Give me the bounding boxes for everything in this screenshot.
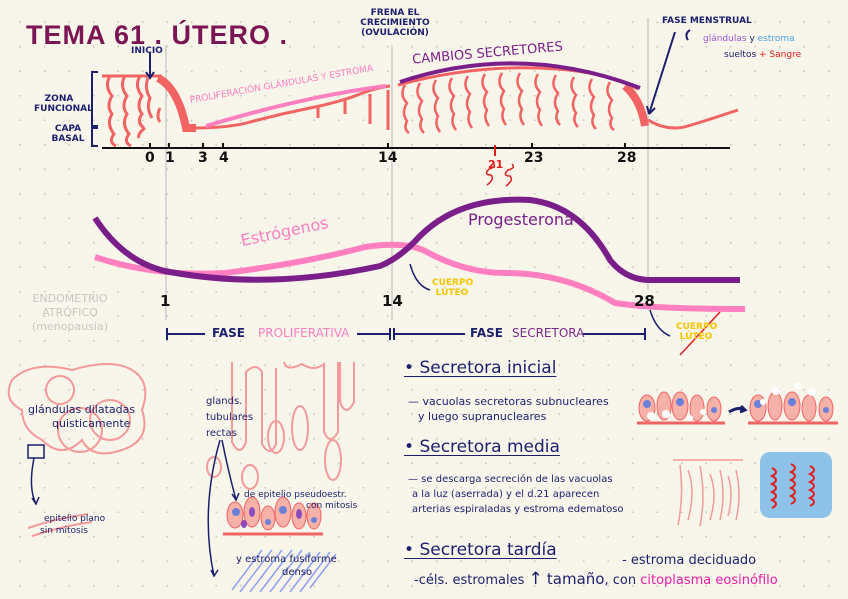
secretora-inicial-text2: y luego supranucleares [418,410,547,423]
progesterona-label: Progesterona [468,210,574,229]
secretora-media-heading: • Secretora media [404,437,560,457]
tick-3: 3 [198,150,208,166]
estrogenos-curve [94,241,746,312]
secretora-media-text: — se descarga secreción de las vacuolas … [408,472,624,517]
tick-4: 4 [219,150,229,166]
menstrual-glandulas: glándulas [703,34,747,44]
media-text-line1: — se descarga secreción de las vacuolas [408,474,613,485]
cuerpo-luteo-crossed-label: CUERPO LÚTEO [676,322,718,342]
frena-crecimiento-label: FRENA EL CRECIMIENTO (OVULACIÓN) [360,8,430,38]
secretora-tardia-title: Secretora tardía [419,540,557,560]
secretora-label: SECRETORA [512,326,585,340]
cuerpo-luteo-label: CUERPO LÚTEO [432,278,474,298]
menstrual-sangre: Sangre [769,50,802,60]
denso-label: denso [282,567,313,578]
cross-out-line [679,311,721,356]
hormone-tick-28: 28 [634,292,655,310]
proliferative-glands [206,361,355,490]
epitelio-pseudo-label: de epitelio pseudoestr. [244,490,347,500]
secretora-tardia-line: -céls. estromales ↑ tamaño, con citoplas… [414,569,778,589]
quisticamente-label: quisticamente [52,417,131,430]
menstrual-note-line1: glándulas y estroma [703,34,795,44]
tick-14: 14 [378,150,398,166]
guide-lines [165,18,649,320]
capa-basal-label: CAPA BASAL [51,124,85,144]
fase-label-2: FASE [470,326,503,340]
proliferacion-line [205,84,387,128]
media-text-line2: a la luz (aserrada) y el d.21 aparecen [412,489,600,500]
secretora-tardia-heading: • Secretora tardía [404,540,557,560]
epitelio-plano-label: epitelio plano [44,514,106,524]
cambios-arc [399,61,641,90]
hormone-tick-14: 14 [382,292,403,310]
arrow-up-icon: ↑ [528,569,543,589]
atrophic-cysts [7,363,147,537]
inicio-label: INICIO [131,46,163,56]
fase-label-1: FASE [212,326,245,340]
glandulas-dilatadas-label: glándulas dilatadas [28,403,136,416]
secretora-inicial-text1: — vacuolas secretoras subnucleares [408,395,609,408]
sin-mitosis-label: sin mitosis [40,526,88,536]
estroma-fusiforme-label: y estroma fusiforme [236,554,337,565]
rectas-line: rectas [206,428,237,439]
serrated-glands [673,459,743,527]
secretora-inicial-title: Secretora inicial [419,358,557,378]
tick-23: 23 [524,150,544,166]
tick-21: 21 [488,158,504,171]
atrofico-line2: ATRÓFICO [42,306,98,319]
top-axis [102,143,730,149]
pseudostratified-epithelium [223,496,323,536]
glands-line: glands. [206,396,243,407]
secretora-inicial-heading: • Secretora inicial [404,358,557,378]
atrofico-line1: ENDOMETRIO [32,292,108,305]
tubulares-line: tubulares [206,412,254,423]
spiral-arteries-small [485,162,515,187]
secretora-media-title: Secretora media [419,437,560,457]
zona-funcional-label: ZONA FUNCIONAL [34,94,93,114]
menstrual-plus: + [759,50,767,60]
spiral-arteries [769,463,815,509]
secretory-inicial-cells [637,382,838,425]
menstrual-y: y [749,34,755,44]
tick-1: 1 [165,150,175,166]
menstrual-note-line2: sueltos + Sangre [724,50,801,60]
atrofico-line3: (menopausia) [32,320,108,333]
tick-28: 28 [617,150,637,166]
fase-menstrual-label: FASE MENSTRUAL [662,16,752,26]
tick-0: 0 [145,150,155,166]
hormone-tick-1: 1 [160,292,171,310]
inicio-arrow [145,52,155,80]
menstrual-estroma: estroma [757,34,795,44]
estroma-deciduado-label: - estroma deciduado [622,553,757,568]
phase-bar [166,328,646,340]
progesterona-curve [92,196,740,283]
tardia-tamano: tamaño [546,570,605,588]
stroma-hatch [231,549,337,593]
media-text-line3: arterias espiraladas y estroma edematoso [412,504,624,515]
citoplasma-eosinofilo: citoplasma eosinófilo [640,573,778,588]
stroma-box [760,452,832,518]
tardia-con: , con [604,573,637,588]
endometrium-drawing [102,66,739,148]
tardia-cels-estromales: -céls. estromales [414,573,525,588]
endometrio-atrofico-label: ENDOMETRIO ATRÓFICO (menopausia) [20,292,120,334]
menstrual-sueltos: sueltos [724,50,757,60]
con-mitosis-label: con mitosis [306,501,358,511]
proliferativa-label: PROLIFERATIVA [258,326,350,340]
page-title: TEMA 61 . ÚTERO . [26,20,289,50]
glands-tubulares-label: glands. tubulares rectas [206,394,253,442]
